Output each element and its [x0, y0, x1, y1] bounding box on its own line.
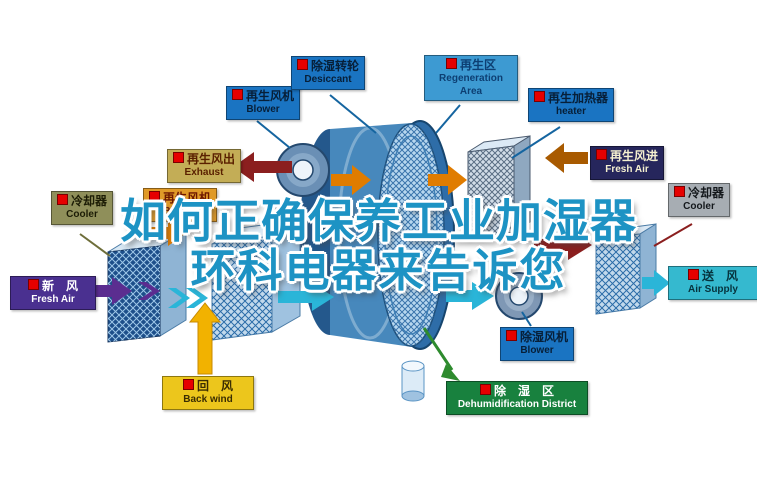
return-air-arrow: [188, 302, 222, 375]
process-air-arrow: [278, 283, 334, 311]
process-chevron-1: [168, 288, 190, 308]
bullet-icon: [674, 186, 685, 197]
label-regeneration-area: 再生区 Regeneration Area: [424, 55, 518, 101]
regen-arrow-3: [150, 220, 186, 246]
supply-air-arrow: [642, 270, 670, 296]
process-duct-box: [211, 219, 301, 341]
label-en: Air Supply: [687, 284, 738, 295]
label-exhaust: 再生风出 Exhaust: [167, 149, 242, 183]
label-en: Exhaust: [184, 167, 224, 178]
label-en: Back wind: [183, 394, 233, 405]
process-chevron-2: [186, 288, 208, 308]
bullet-icon: [182, 379, 194, 390]
label-en: Dehumidification District: [457, 399, 577, 410]
label-en: heater: [556, 106, 587, 117]
exhaust-arrow: [233, 152, 292, 182]
label-air-supply: 送 风 Air Supply: [668, 266, 757, 300]
bullet-icon: [149, 191, 160, 202]
label-zh: 除 湿 区: [452, 384, 582, 399]
label-desiccant-wheel: 除湿转轮 Desiccant: [291, 56, 366, 90]
label-en: Blower: [520, 345, 554, 356]
district-pointer-line: [422, 327, 454, 371]
label-zh: 送 风: [674, 269, 752, 284]
bullet-icon: [173, 152, 184, 163]
label-zh: 再生风机: [149, 191, 211, 206]
label-zh: 再生风出: [173, 152, 235, 167]
label-en: Fresh Air: [605, 164, 649, 175]
wheel-roller: [401, 360, 425, 402]
fresh-air-chevron: [138, 282, 160, 300]
label-zh: 再生风机: [232, 89, 294, 104]
regeneration-fan: [276, 143, 330, 197]
bullet-icon: [57, 194, 68, 205]
cooler-box-right: [595, 223, 657, 315]
bullet-icon: [687, 269, 699, 280]
label-fresh-air: 新 风 Fresh Air: [10, 276, 96, 310]
bullet-icon: [27, 279, 39, 290]
label-en: Blower: [163, 206, 197, 217]
label-regeneration-heater: 再生加热器 heater: [528, 88, 615, 122]
label-regeneration-fan: 再生风机 Blower: [143, 188, 218, 222]
label-zh: 冷却器: [57, 194, 107, 209]
bullet-icon: [506, 330, 517, 341]
label-regeneration-fresh-air: 再生风进 Fresh Air: [590, 146, 665, 180]
regen-arrow-1: [331, 165, 371, 195]
heater-cooler-arrow: [534, 230, 592, 260]
label-en: Desiccant: [304, 74, 352, 85]
label-cooler-left: 冷却器 Cooler: [51, 191, 114, 225]
label-connector-lines: [79, 94, 693, 327]
label-cooler-right: 冷却器 Cooler: [668, 183, 731, 217]
bullet-icon: [297, 59, 308, 70]
label-regeneration-blower: 再生风机 Blower: [226, 86, 301, 120]
bullet-icon: [534, 91, 545, 102]
headline-line2: 环科电器来告诉您: [190, 245, 567, 296]
label-dehumidification-blower: 除湿风机 Blower: [500, 327, 575, 361]
label-en: Cooler: [683, 201, 715, 212]
label-dehumidification-district: 除 湿 区 Dehumidification District: [446, 381, 588, 415]
regen-arrow-2: [428, 165, 467, 195]
heater-box: [467, 135, 531, 239]
dehumidification-fan: [495, 272, 543, 320]
label-back-wind: 回 风 Back wind: [162, 376, 254, 410]
label-zh: 再生风进: [596, 149, 658, 164]
headline-line1: 如何正确保养工业加湿器: [120, 195, 637, 247]
label-zh: 冷却器: [674, 186, 724, 201]
airflow-arrows: [88, 143, 670, 381]
label-en: Cooler: [66, 209, 98, 220]
bullet-icon: [479, 384, 491, 395]
bullet-icon: [596, 149, 607, 160]
fresh-air-arrow: [88, 277, 132, 305]
headline-overlay: 如何正确保养工业加湿器 环科电器来告诉您: [0, 196, 757, 296]
label-en: Regeneration Area: [439, 73, 503, 97]
label-zh: 再生区: [430, 58, 512, 73]
label-zh: 除湿风机: [506, 330, 568, 345]
bullet-icon: [232, 89, 243, 100]
bullet-icon: [445, 58, 457, 69]
label-zh: 除湿转轮: [297, 59, 359, 74]
district-pointer-head: [441, 364, 460, 381]
label-zh: 新 风: [16, 279, 90, 294]
dry-air-arrow: [446, 282, 494, 310]
label-zh: 再生加热器: [534, 91, 608, 106]
regen-fresh-arrow: [545, 143, 588, 173]
label-en: Blower: [246, 104, 280, 115]
label-zh: 回 风: [168, 379, 248, 394]
label-en: Fresh Air: [31, 294, 75, 305]
